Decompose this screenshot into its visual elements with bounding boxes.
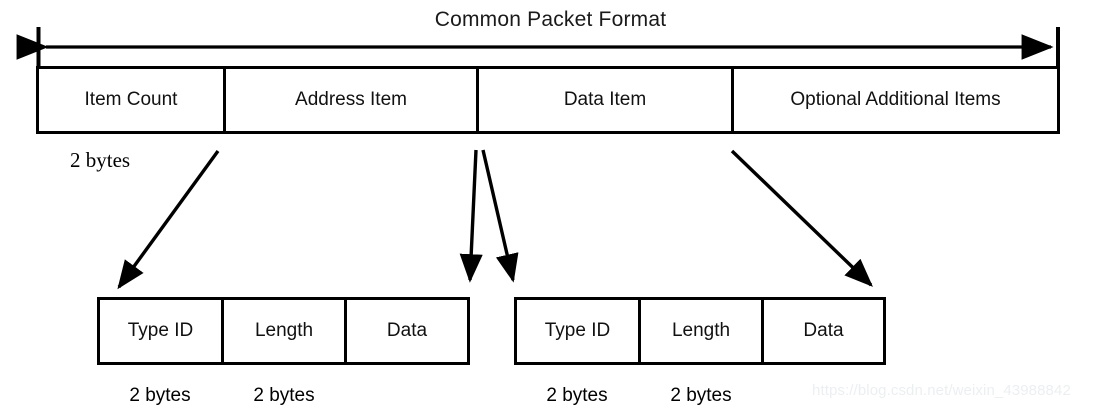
sub-field-right-data: Data <box>803 320 844 341</box>
watermark-text: https://blog.csdn.net/weixin_43988842 <box>812 382 1071 399</box>
data-item-connector-b <box>481 149 519 283</box>
sub-field-left-length: Length <box>224 300 347 362</box>
data-item-connector-a <box>459 149 483 283</box>
sub-field-left-data: Data <box>386 320 428 341</box>
optional-items-connector <box>730 149 873 287</box>
byte-note-left-type-id: 2 bytes <box>129 385 191 406</box>
packet-field-item-count: Item Count <box>39 69 226 131</box>
sub-field-right-length: Length <box>641 300 764 362</box>
address-item-expansion-row: Type ID Length Data <box>97 297 470 365</box>
packet-field-optional-additional-items: Optional Additional Items <box>790 89 1001 110</box>
packet-field-data-item: Data Item <box>479 69 734 131</box>
byte-note-right-type-id: 2 bytes <box>546 385 608 406</box>
byte-note-item-count: 2 bytes <box>70 148 131 172</box>
diagram-title: Common Packet Format <box>434 8 667 31</box>
packet-format-row: Item Count Address Item Data Item Option… <box>36 66 1060 134</box>
packet-field-address-item: Address Item <box>226 69 479 131</box>
sub-field-left-type-id: Type ID <box>100 300 224 362</box>
data-item-expansion-row: Type ID Length Data <box>514 297 886 365</box>
sub-field-right-type-id: Type ID <box>517 300 641 362</box>
byte-note-left-length: 2 bytes <box>253 385 315 406</box>
byte-note-right-length: 2 bytes <box>670 385 732 406</box>
address-item-connector <box>117 149 220 290</box>
